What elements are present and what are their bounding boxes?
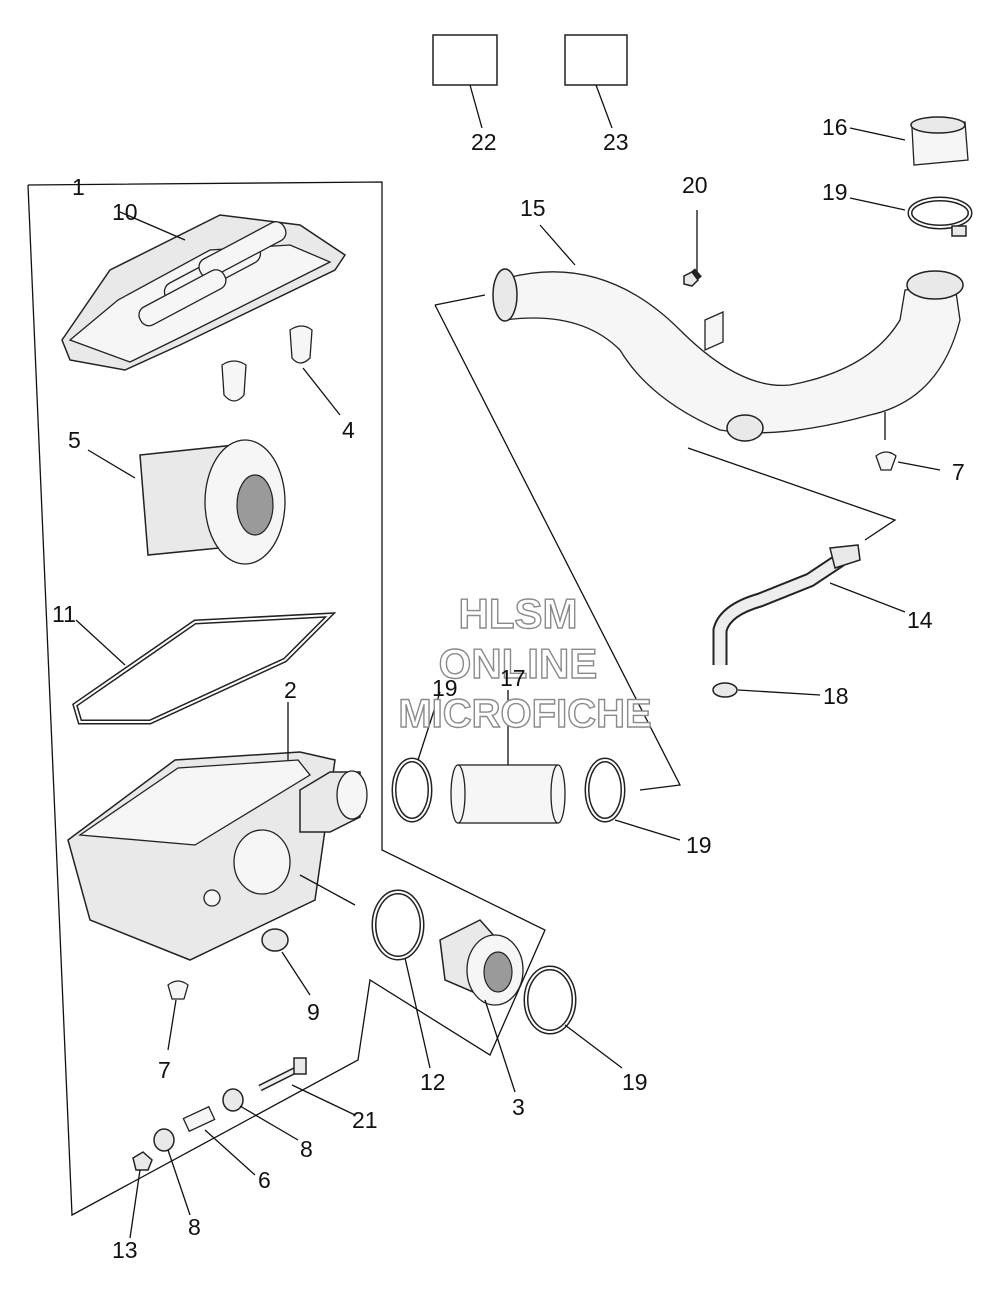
screw[interactable] bbox=[683, 210, 702, 287]
bolt[interactable] bbox=[258, 1057, 356, 1116]
bushing-lower[interactable] bbox=[153, 1128, 191, 1216]
callout-18: 18 bbox=[823, 683, 849, 709]
callout-19-left: 19 bbox=[432, 675, 458, 701]
callout-14: 14 bbox=[907, 607, 933, 633]
part-22-box[interactable] bbox=[432, 34, 498, 129]
air-filter[interactable] bbox=[87, 439, 286, 565]
leader-line bbox=[434, 304, 682, 791]
callout-11: 11 bbox=[52, 601, 76, 627]
leader-line bbox=[687, 447, 897, 541]
intake-duct[interactable] bbox=[492, 224, 964, 442]
airbox-base[interactable] bbox=[67, 702, 368, 961]
hose-clamp-19-left[interactable] bbox=[391, 691, 441, 823]
watermark-line2: ONLINE bbox=[439, 640, 598, 687]
watermark: HLSM ONLINE MICROFICHE bbox=[398, 589, 653, 736]
clips[interactable] bbox=[221, 325, 341, 416]
callout-22: 22 bbox=[471, 129, 497, 155]
callout-8-upper: 8 bbox=[300, 1136, 313, 1162]
drain-plug-upper[interactable] bbox=[875, 412, 941, 471]
watermark-line1: HLSM bbox=[459, 590, 578, 637]
hose-clamp-12[interactable] bbox=[371, 889, 431, 1069]
bushing-upper[interactable] bbox=[222, 1088, 299, 1141]
callout-7-lower: 7 bbox=[158, 1057, 171, 1083]
hose-clamp-19-right[interactable] bbox=[584, 757, 681, 841]
callout-8-lower: 8 bbox=[188, 1214, 201, 1240]
duct-sleeve[interactable] bbox=[849, 116, 969, 166]
connector-tube[interactable] bbox=[450, 690, 566, 824]
hose-clamp-19-top[interactable] bbox=[849, 196, 973, 237]
callout-15: 15 bbox=[520, 195, 546, 221]
callout-19-lower: 19 bbox=[622, 1069, 648, 1095]
callout-13: 13 bbox=[112, 1237, 138, 1263]
callout-10: 10 bbox=[112, 199, 138, 225]
seal-gasket[interactable] bbox=[72, 612, 337, 725]
callout-17: 17 bbox=[500, 665, 526, 691]
callout-3: 3 bbox=[512, 1094, 525, 1120]
hose-clamp-19-lower[interactable] bbox=[523, 965, 623, 1069]
callout-6: 6 bbox=[258, 1167, 271, 1193]
airbox-cover[interactable] bbox=[61, 211, 347, 371]
callout-23: 23 bbox=[603, 129, 629, 155]
callout-20: 20 bbox=[682, 172, 708, 198]
callout-9: 9 bbox=[307, 999, 320, 1025]
drain-plug-lower[interactable] bbox=[167, 980, 189, 1051]
callout-19-top: 19 bbox=[822, 179, 848, 205]
callouts: 1 2 3 4 5 6 7 7 8 8 9 10 11 12 13 14 15 … bbox=[52, 114, 965, 1263]
callout-2: 2 bbox=[284, 677, 297, 703]
callout-16: 16 bbox=[822, 114, 848, 140]
callout-7-upper: 7 bbox=[952, 459, 965, 485]
callout-21: 21 bbox=[352, 1107, 378, 1133]
callout-5: 5 bbox=[68, 427, 81, 453]
spacer-sleeve[interactable] bbox=[182, 1105, 256, 1176]
callout-19-right: 19 bbox=[686, 832, 712, 858]
assembly-bracket bbox=[27, 181, 546, 1217]
grommet-plug[interactable] bbox=[261, 928, 311, 996]
callout-12: 12 bbox=[420, 1069, 446, 1095]
leader-line bbox=[434, 294, 486, 306]
callout-4: 4 bbox=[342, 417, 355, 443]
watermark-line3: MICROFICHE bbox=[398, 692, 651, 736]
drain-hose[interactable] bbox=[712, 544, 906, 665]
hose-clip[interactable] bbox=[712, 682, 821, 698]
nut[interactable] bbox=[129, 1151, 153, 1239]
intake-coupler[interactable] bbox=[439, 919, 524, 1093]
part-23-box[interactable] bbox=[564, 34, 628, 129]
callout-1: 1 bbox=[72, 174, 85, 200]
